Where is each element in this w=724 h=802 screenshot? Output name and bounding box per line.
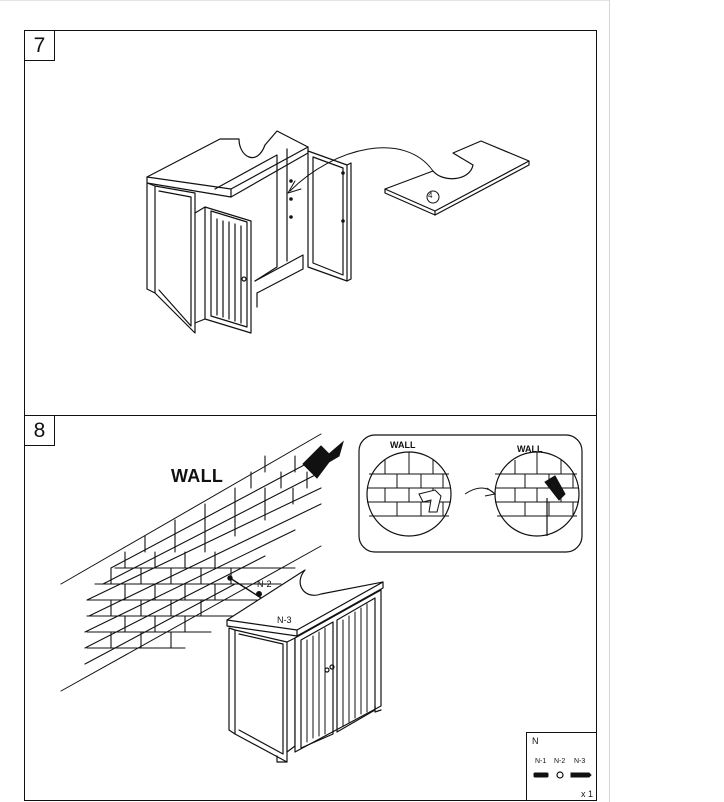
page-right-edge — [609, 0, 610, 802]
wall-label: WALL — [171, 466, 224, 486]
screw-icon — [570, 772, 592, 778]
callout-n2: N-2 — [257, 579, 272, 589]
step-7-panel: 7 — [24, 30, 597, 416]
parts-legend: N N-1 N-2 N-3 x 1 — [526, 732, 596, 800]
step-number: 8 — [25, 416, 55, 446]
cabinet-illustration — [226, 569, 384, 763]
inset-detail — [358, 434, 583, 553]
inset-wall-label-left: WALL — [390, 440, 416, 450]
step-8-panel: 8 — [24, 415, 597, 801]
hardware-icons — [533, 771, 592, 779]
anchor-icon — [533, 772, 549, 778]
inset-wall-label-right: WALL — [517, 444, 543, 454]
washer-icon — [556, 771, 564, 779]
page-top-edge — [0, 0, 610, 1]
legend-part-n3: N-3 — [574, 758, 586, 765]
cabinet-assembly-illustration — [146, 130, 530, 334]
callout-n3: N-3 — [277, 615, 292, 625]
legend-title: N — [532, 736, 539, 746]
part-marker: 4 — [428, 191, 433, 200]
step-number: 7 — [25, 31, 55, 61]
legend-part-n1: N-1 — [535, 758, 547, 765]
legend-part-n2: N-2 — [554, 758, 566, 765]
legend-quantity: x 1 — [580, 789, 593, 799]
brick-wall-illustration — [60, 433, 344, 692]
